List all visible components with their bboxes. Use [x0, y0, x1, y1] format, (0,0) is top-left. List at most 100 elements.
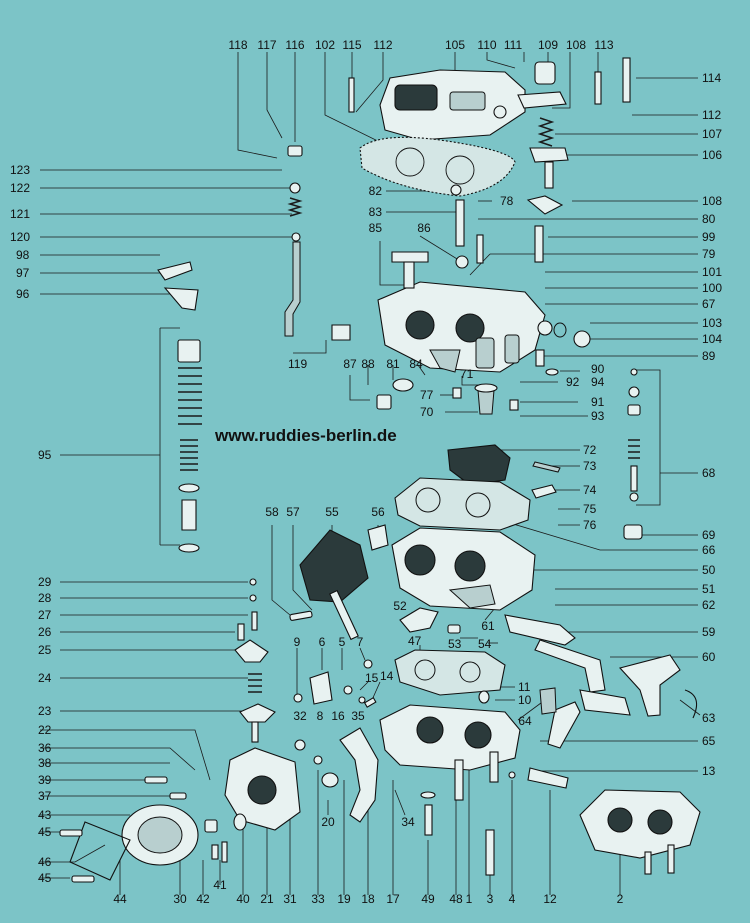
- callout-27: 27: [38, 608, 52, 622]
- callout-83: 83: [369, 205, 383, 219]
- callout-99: 99: [702, 230, 716, 244]
- callout-3: 3: [487, 892, 494, 906]
- callout-59: 59: [702, 625, 716, 639]
- callout-17: 17: [386, 892, 400, 906]
- callout-54: 54: [478, 637, 492, 651]
- gasket-66: [394, 477, 531, 531]
- callout-51: 51: [702, 582, 716, 596]
- callout-113: 113: [594, 38, 613, 52]
- callout-40: 40: [236, 892, 250, 906]
- callout-16: 16: [331, 709, 345, 723]
- callout-69: 69: [702, 528, 716, 542]
- callout-41: 41: [213, 878, 227, 892]
- callout-114: 114: [702, 71, 721, 85]
- callout-43: 43: [38, 808, 52, 822]
- callout-102: 102: [315, 38, 335, 52]
- screw-39: [144, 776, 168, 784]
- callout-23: 23: [38, 704, 52, 718]
- callout-25: 25: [38, 643, 52, 657]
- callout-88: 88: [361, 357, 375, 371]
- callout-107: 107: [702, 127, 722, 141]
- callout-111: 111: [504, 38, 523, 52]
- lever-60: [618, 654, 681, 717]
- callout-100: 100: [702, 281, 722, 295]
- callout-6: 6: [319, 635, 326, 649]
- callout-80: 80: [702, 212, 716, 226]
- gasket-46: [69, 821, 131, 881]
- callout-66: 66: [702, 543, 716, 557]
- lever-96: [163, 287, 199, 311]
- callout-93: 93: [591, 409, 605, 423]
- cover-chamber: [394, 84, 438, 111]
- shaft-85: [391, 251, 429, 263]
- callout-120: 120: [10, 230, 30, 244]
- jet-87: [331, 324, 351, 341]
- callout-78: 78: [500, 194, 514, 208]
- callout-65: 65: [702, 734, 716, 748]
- callout-13: 13: [702, 764, 716, 778]
- callout-34: 34: [401, 815, 415, 829]
- callout-96: 96: [16, 287, 30, 301]
- callout-108: 108: [566, 38, 586, 52]
- callout-29: 29: [38, 575, 52, 589]
- callout-119: 119: [288, 357, 307, 371]
- callout-50: 50: [702, 563, 716, 577]
- callout-87: 87: [343, 357, 357, 371]
- callout-56: 56: [371, 505, 385, 519]
- screw-114: [622, 57, 631, 103]
- website-watermark: www.ruddies-berlin.de: [215, 426, 397, 445]
- callout-19: 19: [337, 892, 351, 906]
- stud-3: [485, 829, 495, 876]
- callout-86: 86: [417, 221, 431, 235]
- callout-44: 44: [113, 892, 127, 906]
- callout-105: 105: [445, 38, 465, 52]
- callout-2: 2: [617, 892, 624, 906]
- callout-53: 53: [448, 637, 462, 651]
- callout-110: 110: [477, 38, 496, 52]
- callout-74: 74: [583, 483, 597, 497]
- callout-108-right: 108: [702, 194, 722, 208]
- callout-28: 28: [38, 591, 52, 605]
- link-65: [547, 701, 581, 749]
- callout-21: 21: [260, 892, 274, 906]
- callout-101: 101: [702, 265, 722, 279]
- pump-cap-109: [534, 61, 556, 85]
- callout-95: 95: [38, 448, 52, 462]
- screw-49: [424, 804, 433, 836]
- callout-45-top: 45: [38, 825, 52, 839]
- callout-109: 109: [538, 38, 558, 52]
- callout-8: 8: [317, 709, 324, 723]
- callout-98: 98: [16, 248, 30, 262]
- pulldown-55: [299, 529, 369, 603]
- callout-112-right: 112: [702, 108, 721, 122]
- callout-94: 94: [591, 375, 605, 389]
- callout-37: 37: [38, 789, 52, 803]
- plug-69: [623, 524, 643, 540]
- throttle-plate-body: [379, 704, 521, 771]
- callout-12: 12: [543, 892, 557, 906]
- screw-99: [534, 225, 544, 263]
- callout-103: 103: [702, 316, 722, 330]
- callout-10: 10: [518, 693, 532, 707]
- callout-38: 38: [38, 756, 52, 770]
- callout-117: 117: [257, 38, 276, 52]
- lever-6: [309, 671, 333, 705]
- callout-48: 48: [449, 892, 463, 906]
- callout-85: 85: [369, 221, 383, 235]
- cover-25: [234, 639, 269, 663]
- callout-68: 68: [702, 466, 716, 480]
- callout-116: 116: [285, 38, 304, 52]
- plate-106: [529, 147, 569, 163]
- callout-89: 89: [702, 349, 716, 363]
- callout-47: 47: [408, 634, 422, 648]
- leader-lines: [40, 52, 701, 895]
- callout-4: 4: [509, 892, 516, 906]
- callout-81: 81: [386, 357, 400, 371]
- callout-63: 63: [702, 711, 716, 725]
- callout-115: 115: [342, 38, 361, 52]
- callout-73: 73: [583, 459, 597, 473]
- callout-18: 18: [361, 892, 375, 906]
- callout-numbers: 118 117 116 102 115 112 105 110 111 109 …: [10, 38, 722, 906]
- callout-71: 71: [460, 367, 474, 381]
- callout-91: 91: [591, 395, 605, 409]
